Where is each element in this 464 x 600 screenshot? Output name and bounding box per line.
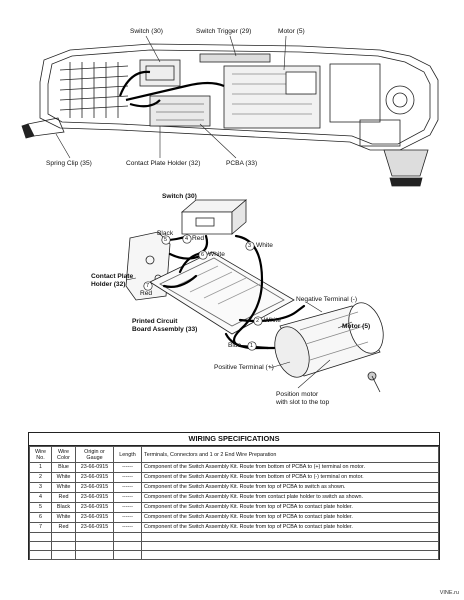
- wire-number-5: 5: [164, 236, 168, 243]
- cell-gauge: 23-66-0915: [75, 492, 114, 503]
- wire-label-5: Black: [157, 230, 174, 237]
- table-row: 5 Black 23-66-0915 ------ Component of t…: [29, 502, 439, 513]
- header-terminals: Terminals, Connectors and 1 or 2 End Wir…: [141, 446, 439, 463]
- table-row-empty: [29, 541, 439, 551]
- cell-length: ------: [113, 492, 142, 503]
- table-row: 3 White 23-66-0915 ------ Component of t…: [29, 482, 439, 493]
- wire-label-4: Red: [192, 235, 205, 242]
- cell-length: ------: [113, 472, 142, 483]
- label-switch-trigger: Switch Trigger (29): [196, 28, 252, 35]
- wire-number-4: 4: [185, 235, 189, 242]
- cell-gauge: 23-66-0915: [75, 502, 114, 513]
- cell-desc: Component of the Switch Assembly Kit. Ro…: [141, 502, 439, 513]
- cell-no: 3: [29, 482, 52, 493]
- cell-color: White: [51, 512, 76, 523]
- table-row: 1 Blue 23-66-0915 ------ Component of th…: [29, 462, 439, 473]
- label-motor-top: Motor (5): [278, 28, 305, 35]
- tool-cutaway-illustration: [21, 35, 439, 187]
- label-switch-wiring: Switch (30): [162, 193, 197, 200]
- wiring-specifications-table: WIRING SPECIFICATIONS Wire No. Wire Colo…: [28, 432, 440, 560]
- label-contact-plate-holder-line1: Contact Plate: [91, 273, 134, 280]
- specs-grid: Wire No. Wire Color Origin or Gauge Leng…: [29, 446, 439, 560]
- label-position-note-line1: Position motor: [276, 391, 319, 398]
- label-pcb-line1: Printed Circuit: [132, 318, 178, 325]
- cell-color: Red: [51, 522, 76, 533]
- cell-desc: Component of the Switch Assembly Kit. Ro…: [141, 482, 439, 493]
- wire-number-6: 6: [201, 251, 205, 258]
- cell-gauge: 23-66-0915: [75, 472, 114, 483]
- cell-gauge: 23-66-0915: [75, 482, 114, 493]
- header-wire-no: Wire No.: [29, 446, 52, 463]
- label-positive-terminal: Positive Terminal (+): [214, 364, 274, 371]
- wiring-diagram: [125, 199, 384, 393]
- table-row-empty: [29, 550, 439, 560]
- wire-number-1: 1: [250, 342, 254, 349]
- cell-no: 5: [29, 502, 52, 513]
- cell-desc: Component of the Switch Assembly Kit. Ro…: [141, 472, 439, 483]
- cell-no: 6: [29, 512, 52, 523]
- cell-desc: Component of the Switch Assembly Kit. Ro…: [141, 522, 439, 533]
- cell-no: 1: [29, 462, 52, 473]
- table-row: 2 White 23-66-0915 ------ Component of t…: [29, 472, 439, 483]
- wire-label-2: White: [264, 317, 281, 324]
- cell-gauge: 23-66-0915: [75, 512, 114, 523]
- specs-title: WIRING SPECIFICATIONS: [29, 433, 439, 446]
- cell-color: Blue: [51, 462, 76, 473]
- cell-desc: Component of the Switch Assembly Kit. Ro…: [141, 512, 439, 523]
- header-wire-color: Wire Color: [51, 446, 76, 463]
- cell-color: White: [51, 472, 76, 483]
- cell-no: 2: [29, 472, 52, 483]
- cell-desc: Component of the Switch Assembly Kit. Ro…: [141, 492, 439, 503]
- wire-number-2: 2: [256, 317, 260, 324]
- cell-length: ------: [113, 482, 142, 493]
- cell-desc: Component of the Switch Assembly Kit. Ro…: [141, 462, 439, 473]
- label-pcb-line2: Board Assembly (33): [132, 326, 198, 333]
- cell-color: White: [51, 482, 76, 493]
- cell-color: Black: [51, 502, 76, 513]
- label-motor-wiring: Motor (5): [342, 323, 371, 330]
- specs-header-row: Wire No. Wire Color Origin or Gauge Leng…: [29, 446, 439, 463]
- wire-number-7: 7: [146, 282, 150, 289]
- cell-length: ------: [113, 462, 142, 473]
- label-switch-30: Switch (30): [130, 28, 163, 35]
- wire-label-6: White: [208, 251, 225, 258]
- cell-gauge: 23-66-0915: [75, 462, 114, 473]
- table-row: 7 Red 23-66-0915 ------ Component of the…: [29, 522, 439, 533]
- label-negative-terminal: Negative Terminal (-): [296, 296, 358, 303]
- label-pcba-top: PCBA (33): [226, 160, 258, 167]
- cell-gauge: 23-66-0915: [75, 522, 114, 533]
- header-origin-gauge: Origin or Gauge: [75, 446, 114, 463]
- watermark-text: VINE.ru: [439, 590, 459, 596]
- label-spring-clip: Spring Clip (35): [46, 160, 92, 167]
- cell-length: ------: [113, 522, 142, 533]
- table-row: 4 Red 23-66-0915 ------ Component of the…: [29, 492, 439, 503]
- table-row: 6 White 23-66-0915 ------ Component of t…: [29, 512, 439, 523]
- cell-no: 4: [29, 492, 52, 503]
- wire-label-3: White: [256, 242, 273, 249]
- wire-label-1: Blue: [228, 342, 242, 349]
- cell-length: ------: [113, 512, 142, 523]
- label-contact-plate-holder-line2: Holder (32): [91, 281, 126, 288]
- table-row-empty: [29, 532, 439, 542]
- label-position-note-line2: with slot to the top: [276, 399, 330, 406]
- label-contact-plate-holder-top: Contact Plate Holder (32): [126, 160, 201, 167]
- cell-length: ------: [113, 502, 142, 513]
- cell-color: Red: [51, 492, 76, 503]
- cell-no: 7: [29, 522, 52, 533]
- header-length: Length: [113, 446, 142, 463]
- wire-number-3: 3: [248, 242, 252, 249]
- wire-label-7: Red: [140, 290, 153, 297]
